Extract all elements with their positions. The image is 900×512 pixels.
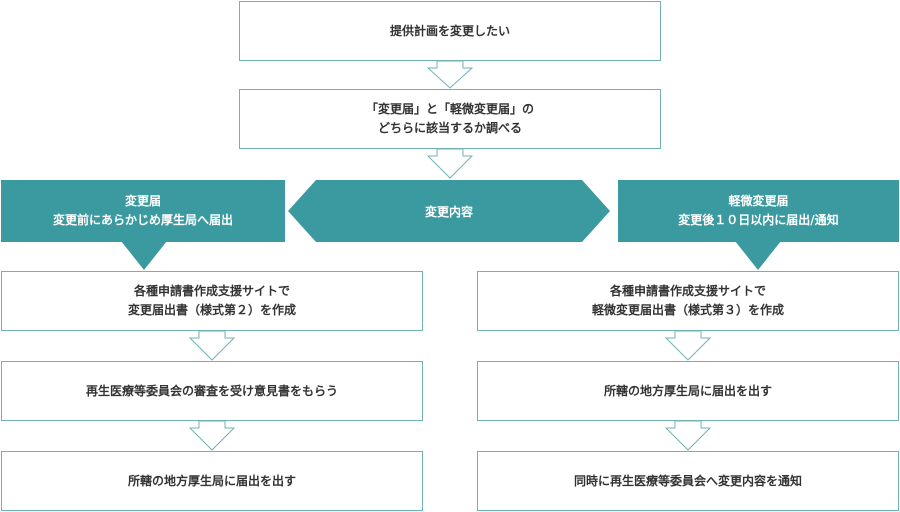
down-arrow-icon [188, 420, 236, 451]
left-step2-box: 再生医療等委員会の審査を受け意見書をもらう [1, 361, 423, 421]
right-header-arrow-icon [735, 241, 781, 270]
left-step2-text: 再生医療等委員会の審査を受け意見書をもらう [85, 383, 338, 398]
left-header-line1: 変更届 [124, 194, 161, 208]
left-step3-box: 所轄の地方厚生局に届出を出す [1, 451, 423, 511]
down-arrow-icon [664, 420, 712, 451]
left-step1-line1: 各種申請書作成支援サイトで [133, 284, 290, 298]
right-step1-line2: 軽微変更届出書（様式第３）を作成 [591, 303, 784, 317]
left-header-box: 変更届 変更前にあらかじめ厚生局へ届出 [1, 180, 285, 242]
left-header-arrow-icon [121, 241, 167, 270]
left-step3-text: 所轄の地方厚生局に届出を出す [127, 473, 296, 488]
right-step3-box: 同時に再生医療等委員会へ変更内容を通知 [477, 451, 899, 511]
down-arrow-icon [426, 60, 474, 89]
right-header-box: 軽微変更届 変更後１０日以内に届出/通知 [618, 180, 899, 242]
change-content-hexagon: 変更内容 [288, 180, 610, 242]
right-step1-line1: 各種申請書作成支援サイトで [609, 284, 766, 298]
right-step1-box: 各種申請書作成支援サイトで 軽微変更届出書（様式第３）を作成 [477, 271, 899, 331]
down-arrow-icon [664, 330, 712, 361]
start-box: 提供計画を変更したい [239, 1, 661, 61]
right-header-line1: 軽微変更届 [728, 194, 789, 208]
check-type-box: 「変更届」と「軽微変更届」の どちらに該当するか調べる [239, 89, 661, 149]
check-type-line1: 「変更届」と「軽微変更届」の [365, 102, 534, 116]
down-arrow-icon [188, 330, 236, 361]
left-step1-line2: 変更届出書（様式第２）を作成 [127, 303, 296, 317]
right-step3-text: 同時に再生医療等委員会へ変更内容を通知 [573, 473, 802, 488]
check-type-line2: どちらに該当するか調べる [377, 121, 522, 135]
change-content-label: 変更内容 [424, 204, 473, 219]
left-header-line2: 変更前にあらかじめ厚生局へ届出 [52, 213, 233, 227]
right-step2-text: 所轄の地方厚生局に届出を出す [603, 383, 772, 398]
down-arrow-icon [426, 148, 474, 179]
left-step1-box: 各種申請書作成支援サイトで 変更届出書（様式第２）を作成 [1, 271, 423, 331]
right-header-line2: 変更後１０日以内に届出/通知 [678, 213, 839, 227]
start-text: 提供計画を変更したい [389, 23, 510, 38]
right-step2-box: 所轄の地方厚生局に届出を出す [477, 361, 899, 421]
